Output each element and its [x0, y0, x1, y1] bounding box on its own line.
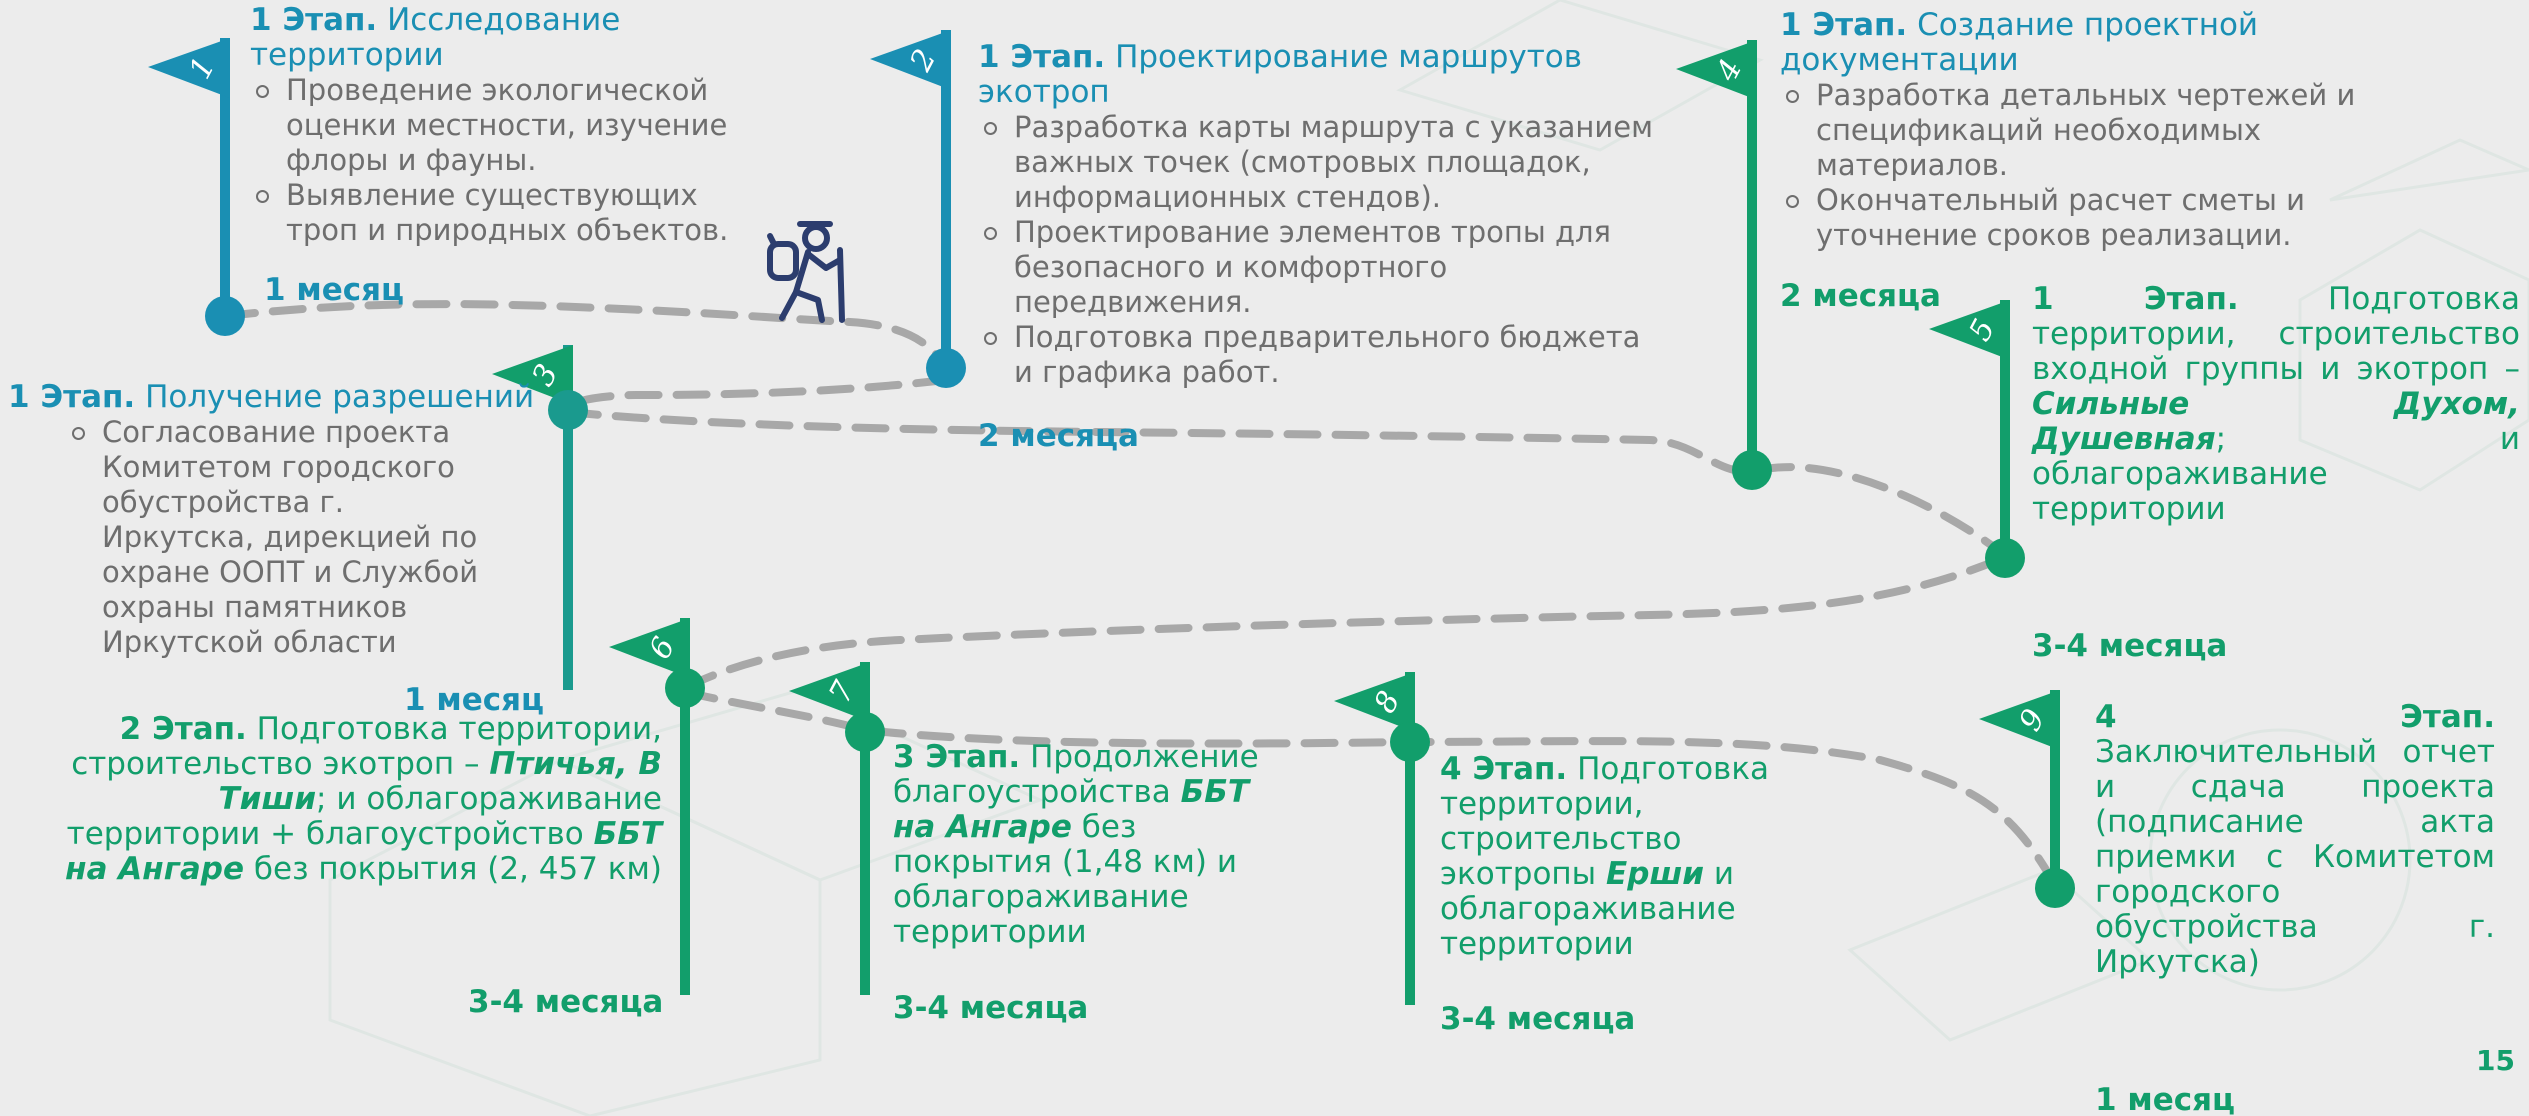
stage-9-block: 4 Этап. Заключительный отчет и сдача про… — [2095, 700, 2495, 980]
flag-9: 9 — [1979, 690, 2075, 908]
stage-5-block: 1 Этап. Подготовка территории, строитель… — [2032, 282, 2520, 527]
stage-8-duration: 3-4 месяца — [1440, 1001, 1636, 1037]
stage-1-duration: 1 месяц — [264, 272, 404, 308]
stage-6-duration: 3-4 месяца — [468, 984, 664, 1020]
stage-1-title-text: Исследование территории — [250, 2, 621, 73]
flag-1: 1 — [148, 38, 245, 336]
flag-8: 8 — [1334, 672, 1430, 1005]
stage-3-item: Согласование проекта Комитетом городског… — [72, 415, 502, 660]
stage-9-prefix: 4 Этап. — [2095, 699, 2495, 735]
stage-2-items: Разработка карты маршрута с указанием ва… — [978, 110, 1658, 390]
stage-3-title-text: Получение разрешений — [145, 379, 535, 415]
stage-7-text: Продолжение благоустройства — [893, 739, 1259, 810]
stage-3-duration: 1 месяц — [404, 682, 544, 718]
stage-7-block: 3 Этап. Продолжение благоустройства ББТ … — [893, 740, 1293, 950]
stage-5-text: Подготовка территории, строительство вхо… — [2032, 281, 2520, 387]
stage-5-prefix: 1 Этап. — [2032, 281, 2239, 317]
stage-6-emphasis-2: ББТ на Ангаре — [65, 816, 662, 887]
stage-5-text-end: ; и облагораживание территории — [2032, 421, 2520, 527]
stage-3-block: 1 Этап. Получение разрешений Согласовани… — [8, 379, 534, 660]
page-number: 15 — [2476, 1044, 2515, 1077]
stage-1-block: 1 Этап. Исследование территории Проведен… — [250, 3, 770, 248]
stage-3-items: Согласование проекта Комитетом городског… — [8, 415, 502, 660]
stage-2-item: Подготовка предварительного бюджета и гр… — [984, 320, 1658, 390]
stage-3-title: 1 Этап. Получение разрешений — [8, 379, 534, 415]
stage-6-prefix: 2 Этап. — [119, 711, 247, 747]
stage-9-text: Заключительный отчет и сдача проекта (по… — [2095, 734, 2495, 980]
flag-6: 6 — [609, 618, 705, 995]
hiker-icon — [767, 221, 845, 323]
stage-8-prefix: 4 Этап. — [1440, 751, 1568, 787]
flag-4: 4 — [1676, 40, 1772, 490]
stage-4-title-text: Создание проектной документации — [1780, 7, 2259, 78]
stage-4-block: 1 Этап. Создание проектной документации … — [1780, 8, 2400, 253]
stage-7-duration: 3-4 месяца — [893, 990, 1089, 1026]
stage-8-text-end: и облагораживание территории — [1440, 856, 1736, 962]
stage-5-duration: 3-4 месяца — [2032, 628, 2228, 664]
stage-4-item: Разработка детальных чертежей и специфик… — [1786, 78, 2400, 183]
stage-1-item: Выявление существующих троп и природных … — [256, 178, 770, 248]
stage-2-item: Разработка карты маршрута с указанием ва… — [984, 110, 1658, 215]
stage-6-text-mid: ; и облагораживание территории + благоус… — [66, 781, 662, 852]
stage-2-title-text: Проектирование маршрутов экотроп — [978, 39, 1583, 110]
stage-9-duration: 1 месяц — [2095, 1082, 2235, 1116]
stage-4-duration: 2 месяца — [1780, 278, 1941, 314]
flag-5: 5 — [1929, 300, 2025, 578]
stage-5-emphasis: Сильные Духом, Душевная — [2032, 386, 2520, 457]
stage-4-title: 1 Этап. Создание проектной документации — [1780, 8, 2400, 78]
stage-2-prefix: 1 Этап. — [978, 39, 1106, 75]
stage-4-item: Окончательный расчет сметы и уточнение с… — [1786, 183, 2400, 253]
flag-2: 2 — [870, 30, 966, 388]
stage-6-text-end: без покрытия (2, 457 км) — [253, 851, 662, 887]
stage-2-item: Проектирование элементов тропы для безоп… — [984, 215, 1658, 320]
stage-4-prefix: 1 Этап. — [1780, 7, 1908, 43]
stage-2-title: 1 Этап. Проектирование маршрутов экотроп — [978, 40, 1658, 110]
stage-6-emphasis: Птичья, В Тиши — [218, 746, 662, 817]
stage-2-duration: 2 месяца — [978, 418, 1139, 454]
stage-2-block: 1 Этап. Проектирование маршрутов экотроп… — [978, 40, 1658, 390]
stage-6-block: 2 Этап. Подготовка территории, строитель… — [60, 712, 662, 887]
stage-7-text-end: без покрытия (1,48 км) и облагораживание… — [893, 809, 1237, 950]
flag-3: 3 — [492, 345, 588, 690]
stage-4-items: Разработка детальных чертежей и специфик… — [1780, 78, 2400, 253]
stage-6-text: Подготовка территории, строительство эко… — [71, 711, 662, 782]
stage-7-prefix: 3 Этап. — [893, 739, 1021, 775]
flag-7: 7 — [789, 662, 885, 995]
stage-1-items: Проведение экологической оценки местност… — [250, 73, 770, 248]
stage-1-item: Проведение экологической оценки местност… — [256, 73, 770, 178]
stage-7-emphasis: ББТ на Ангаре — [893, 774, 1250, 845]
stage-3-prefix: 1 Этап. — [8, 379, 136, 415]
stage-1-prefix: 1 Этап. — [250, 2, 378, 38]
stage-8-block: 4 Этап. Подготовка территории, строитель… — [1440, 752, 1820, 962]
stage-1-title: 1 Этап. Исследование территории — [250, 3, 770, 73]
stage-8-text: Подготовка территории, строительство эко… — [1440, 751, 1770, 892]
stage-8-emphasis: Ерши — [1606, 856, 1705, 892]
